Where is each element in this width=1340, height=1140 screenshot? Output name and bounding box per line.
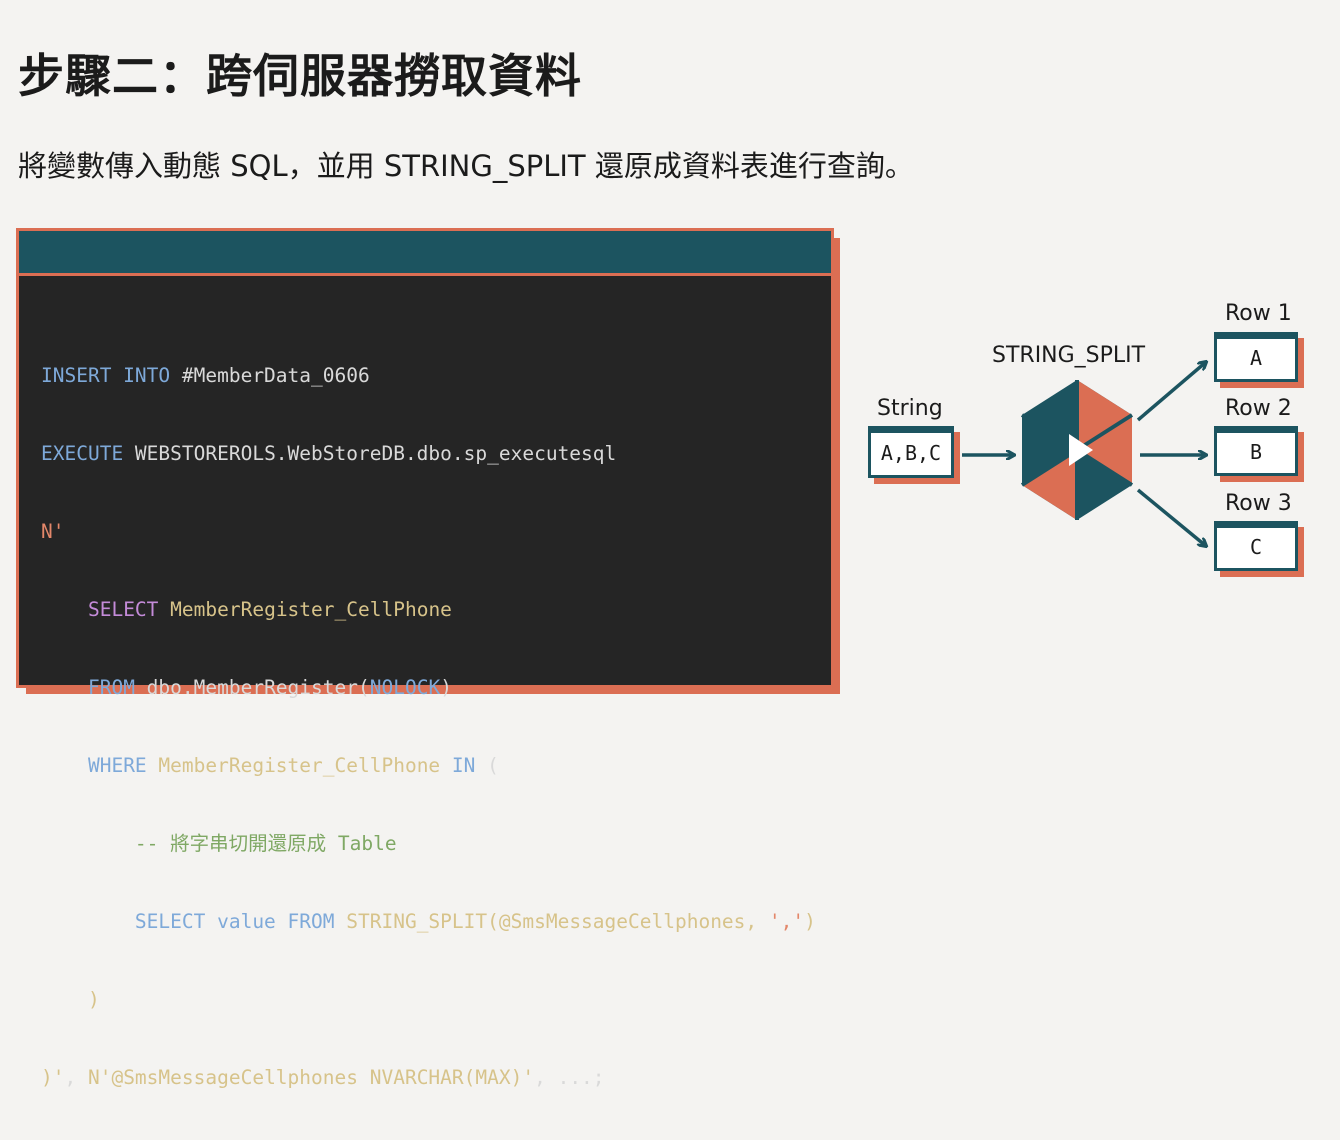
code-line-7: -- 將字串切開還原成 Table bbox=[41, 828, 816, 860]
row-3-label: Row 3 bbox=[1225, 491, 1292, 516]
code-text: ) bbox=[41, 988, 100, 1011]
code-text: WEBSTOREROLS.WebStoreDB.dbo.sp_executesq… bbox=[123, 442, 617, 465]
code-text: , bbox=[64, 1066, 88, 1089]
code-line-2: EXECUTE WEBSTOREROLS.WebStoreDB.dbo.sp_e… bbox=[41, 438, 816, 470]
code-keyword: SELECT value FROM bbox=[134, 910, 335, 933]
code-text: dbo.MemberRegister( bbox=[134, 676, 370, 699]
code-text: #MemberData_0606 bbox=[170, 364, 370, 387]
code-keyword: IN bbox=[451, 754, 476, 777]
code-identifier: STRING_SPLIT(@SmsMessageCellphones, bbox=[334, 910, 769, 933]
code-string: N'@SmsMessageCellphones NVARCHAR(MAX)' bbox=[87, 1066, 535, 1089]
row-2-label: Row 2 bbox=[1225, 396, 1292, 421]
row-1-box: A bbox=[1214, 332, 1298, 382]
string-split-diagram: String A,B,C STRING_SPLIT Row 1 A Row 2 … bbox=[868, 0, 1340, 704]
row-1-label: Row 1 bbox=[1225, 301, 1292, 326]
input-box: A,B,C bbox=[868, 426, 954, 478]
code-line-6: WHERE MemberRegister_CellPhone IN ( bbox=[41, 750, 816, 782]
code-keyword: FROM bbox=[87, 676, 135, 699]
input-label: String bbox=[877, 396, 943, 421]
output-arrow-row-3 bbox=[1136, 488, 1206, 546]
code-line-8: SELECT value FROM STRING_SPLIT(@SmsMessa… bbox=[41, 906, 816, 938]
code-text: , ...; bbox=[534, 1066, 605, 1089]
code-identifier: MemberRegister_CellPhone bbox=[146, 754, 452, 777]
code-keyword: NOLOCK bbox=[369, 676, 441, 699]
row-2-box: B bbox=[1214, 426, 1298, 476]
string-split-hexagon-icon bbox=[1020, 380, 1134, 520]
code-string: ',' bbox=[768, 910, 805, 933]
page-title: 步驟二：跨伺服器撈取資料 bbox=[18, 49, 582, 103]
code-keyword: EXECUTE bbox=[41, 442, 124, 465]
code-indent bbox=[41, 832, 135, 855]
code-keyword: WHERE bbox=[87, 754, 147, 777]
row-3-box: C bbox=[1214, 521, 1298, 571]
page-subtitle: 將變數傳入動態 SQL，並用 STRING_SPLIT 還原成資料表進行查詢。 bbox=[18, 149, 914, 183]
code-panel-header bbox=[19, 231, 831, 276]
code-line-5: FROM dbo.MemberRegister(NOLOCK) bbox=[41, 672, 816, 704]
code-identifier: MemberRegister_CellPhone bbox=[158, 598, 452, 621]
output-arrow-row-1 bbox=[1136, 362, 1206, 422]
code-text: ) bbox=[440, 676, 452, 699]
code-text: )' bbox=[41, 1066, 65, 1089]
code-line-9: ) bbox=[41, 984, 816, 1016]
code-line-3: N' bbox=[41, 516, 816, 548]
code-indent bbox=[41, 910, 135, 933]
function-label: STRING_SPLIT bbox=[992, 343, 1146, 368]
code-keyword: SELECT bbox=[87, 598, 159, 621]
code-line-4: SELECT MemberRegister_CellPhone bbox=[41, 594, 816, 626]
code-keyword: INSERT INTO bbox=[41, 364, 171, 387]
code-identifier: ) bbox=[804, 910, 816, 933]
code-text: ( bbox=[475, 754, 499, 777]
code-string: N' bbox=[41, 520, 65, 543]
code-line-10: )', N'@SmsMessageCellphones NVARCHAR(MAX… bbox=[41, 1062, 816, 1094]
code-line-1: INSERT INTO #MemberData_0606 bbox=[41, 360, 816, 392]
code-comment: -- 將字串切開還原成 Table bbox=[134, 832, 397, 855]
diagram-graphics bbox=[962, 0, 1340, 704]
code-indent bbox=[41, 754, 88, 777]
